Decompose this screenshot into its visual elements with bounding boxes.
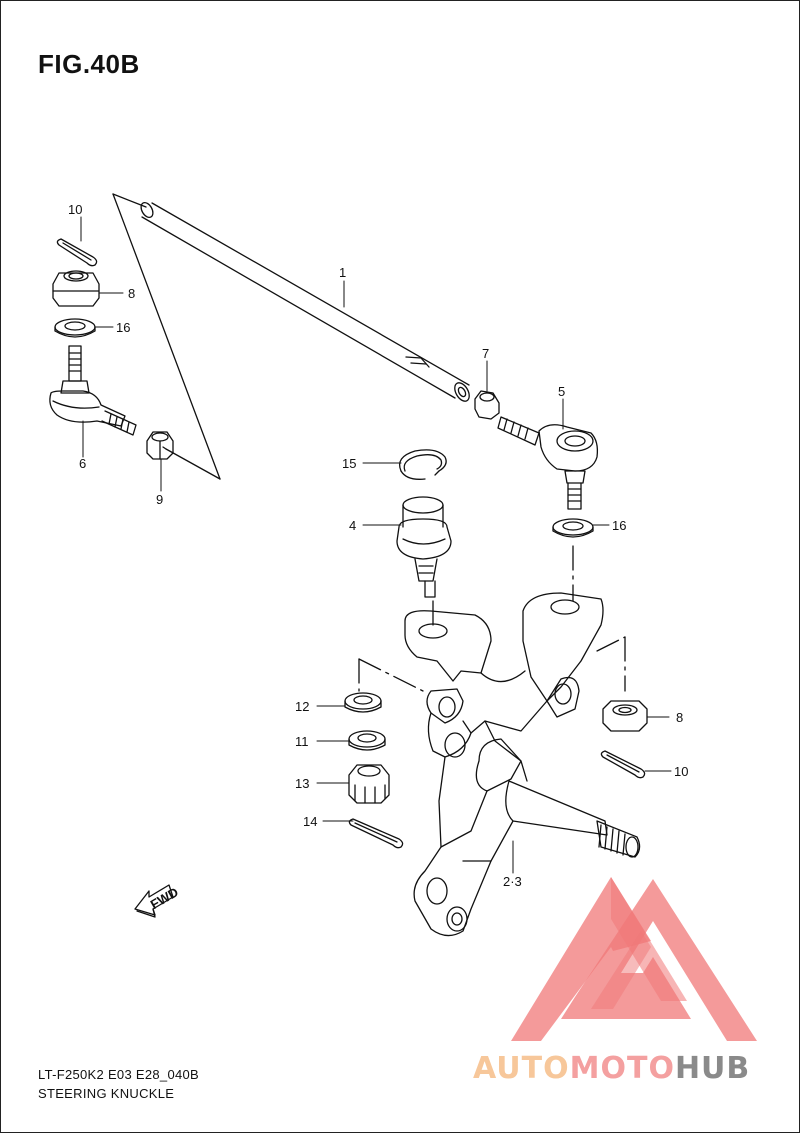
axis-lines [358, 545, 626, 692]
callout-2-3: 2·3 [503, 874, 522, 889]
ball-joint [396, 496, 452, 598]
callout-9: 9 [156, 492, 163, 507]
castle-nut-right [602, 700, 648, 732]
steering-knuckle [404, 592, 641, 937]
section-name: STEERING KNUCKLE [38, 1086, 175, 1101]
callout-16-right: 16 [612, 518, 626, 533]
fwd-label: FWD [148, 884, 181, 912]
callout-1: 1 [339, 265, 346, 280]
callout-8-left: 8 [128, 286, 135, 301]
brand-auto-text: AUTO [473, 1051, 570, 1086]
castle-nut-left [52, 270, 100, 307]
callout-4: 4 [349, 518, 356, 533]
washer-left [54, 318, 96, 338]
tie-rod-part [140, 201, 470, 402]
tie-rod-end-left [49, 345, 137, 436]
cotter-pin-right [600, 750, 646, 779]
leader-lines [80, 216, 672, 874]
callout-numbers: 10 8 16 6 9 1 7 5 15 4 16 12 11 13 14 8 … [68, 202, 688, 889]
hex-nut-7 [474, 390, 500, 420]
brand-moto-text: MOTO [569, 1051, 675, 1086]
brand-hub-text: HUB [674, 1051, 751, 1086]
washer-12 [344, 692, 382, 713]
callout-13: 13 [295, 776, 309, 791]
cotter-pin-left [56, 238, 98, 267]
hex-nut-9 [146, 431, 174, 460]
fwd-arrow-icon [134, 884, 174, 918]
callout-15: 15 [342, 456, 356, 471]
callout-6: 6 [79, 456, 86, 471]
circlip [398, 449, 447, 480]
tie-rod-end-right [497, 416, 599, 510]
callout-10-left: 10 [68, 202, 82, 217]
figure-title: FIG.40B [38, 49, 140, 79]
cotter-pin-14 [348, 818, 404, 849]
callout-11: 11 [295, 734, 309, 749]
callout-14: 14 [303, 814, 317, 829]
reference-lines [112, 193, 221, 480]
callout-8-right: 8 [676, 710, 683, 725]
callout-7: 7 [482, 346, 489, 361]
callout-16-left: 16 [116, 320, 130, 335]
callout-5: 5 [558, 384, 565, 399]
castle-nut-13 [348, 764, 390, 804]
callout-12: 12 [295, 699, 309, 714]
washer-11 [348, 730, 386, 751]
brand-wordmark: AUTOMOTOHUB [473, 1051, 750, 1086]
model-code: LT-F250K2 E03 E28_040B [38, 1067, 200, 1082]
callout-10-right: 10 [674, 764, 688, 779]
washer-right [552, 518, 594, 538]
